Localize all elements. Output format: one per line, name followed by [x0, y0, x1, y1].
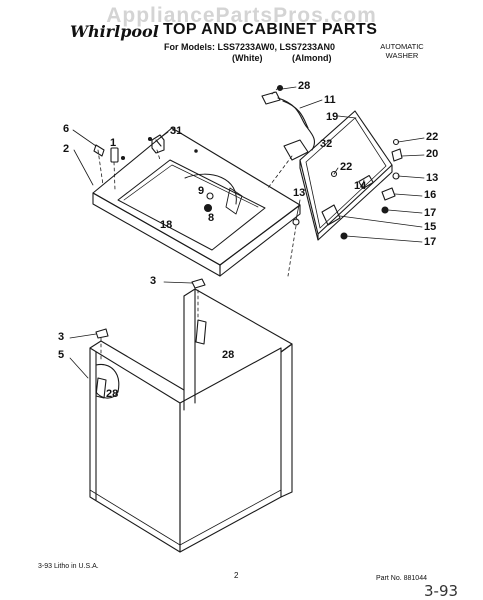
callout-16: 16: [424, 189, 437, 201]
lid-switch-harness: [261, 84, 315, 161]
part-3-clip-lower: [95, 328, 109, 339]
lid-assembly: [292, 110, 403, 241]
callout-32: 32: [320, 138, 333, 150]
callout-31: 31: [170, 125, 183, 137]
callout-2: 2: [63, 143, 70, 155]
cabinet-front-panel: [89, 347, 181, 553]
callout-3-upper: 3: [150, 275, 157, 287]
brand-logo: Whirlpool: [70, 22, 159, 41]
product-type-line-2: WASHER: [385, 51, 419, 60]
top-panel-front: [92, 192, 221, 277]
callout-8: 8: [208, 212, 215, 224]
callout-1: 1: [110, 137, 117, 149]
callout-5: 5: [58, 349, 65, 361]
callout-22-right: 22: [426, 131, 439, 143]
wire-harness: [277, 97, 315, 151]
cabinet-hardware: [95, 278, 207, 399]
watermark: AppliancePartsPros.com: [106, 4, 377, 27]
part-14-hinge: [358, 174, 374, 190]
callout-13-right: 13: [426, 172, 439, 184]
callout-28-side: 28: [106, 388, 119, 400]
page-number: 2: [234, 571, 239, 580]
cabinet-body: [89, 288, 293, 553]
product-type: AUTOMATIC WASHER: [372, 42, 432, 60]
lid-hinge-curve: [184, 173, 237, 205]
product-type-line-1: AUTOMATIC: [380, 42, 424, 51]
part-22-screw-b: [330, 170, 338, 178]
callout-11: 11: [324, 94, 336, 106]
assembly-lines: [97, 87, 297, 361]
callout-20: 20: [426, 148, 439, 160]
part-20-clip: [391, 148, 403, 162]
callout-6: 6: [63, 123, 70, 135]
print-code: 3-93 Litho in U.S.A.: [38, 563, 99, 570]
handwritten-note: 3-93: [424, 582, 459, 600]
part-3-clip-upper: [191, 278, 206, 289]
callout-19: 19: [326, 111, 339, 123]
cabinet-top-assembly: [92, 127, 301, 277]
callout-22-mid: 22: [340, 161, 353, 173]
variant-almond: (Almond): [292, 53, 332, 63]
callout-28-inner: 28: [222, 349, 235, 361]
callout-leaders: [69, 86, 425, 379]
part-15-bracket: [321, 204, 341, 226]
callout-15: 15: [424, 221, 437, 233]
part-28-screw-inner: [195, 319, 207, 345]
callout-13-left: 13: [293, 187, 306, 199]
callout-28-top: 28: [298, 80, 311, 92]
page-title: TOP AND CABINET PARTS: [163, 21, 378, 38]
top-hardware: [93, 134, 214, 213]
lid-opening: [117, 159, 266, 251]
callout-17-b: 17: [424, 236, 437, 248]
top-panel-side: [219, 204, 301, 277]
part-31-bracket: [151, 134, 165, 154]
models-line: For Models: LSS7233AW0, LSS7233AN0: [164, 42, 336, 52]
callout-9: 9: [198, 185, 205, 197]
callout-3-lower: 3: [58, 331, 65, 343]
part-6-clip: [93, 144, 105, 157]
part-16-bracket: [381, 187, 396, 201]
callout-18: 18: [160, 219, 173, 231]
top-panel-upper: [92, 127, 301, 266]
part-32-lid-switch: [283, 139, 309, 161]
part-17-screw-a: [381, 206, 389, 214]
part-9-screw: [206, 192, 214, 200]
part-1-switch: [110, 147, 119, 163]
part-8-screw: [203, 203, 213, 213]
variant-white: (White): [232, 53, 263, 63]
cabinet-corner-brace: [95, 363, 120, 399]
part-number: Part No. 881044: [376, 575, 427, 582]
part-28-screw-side: [95, 377, 107, 399]
callout-17-a: 17: [424, 207, 437, 219]
callout-14: 14: [354, 180, 367, 192]
lid-frame-inner: [305, 117, 387, 229]
part-28-connector: [261, 91, 281, 105]
